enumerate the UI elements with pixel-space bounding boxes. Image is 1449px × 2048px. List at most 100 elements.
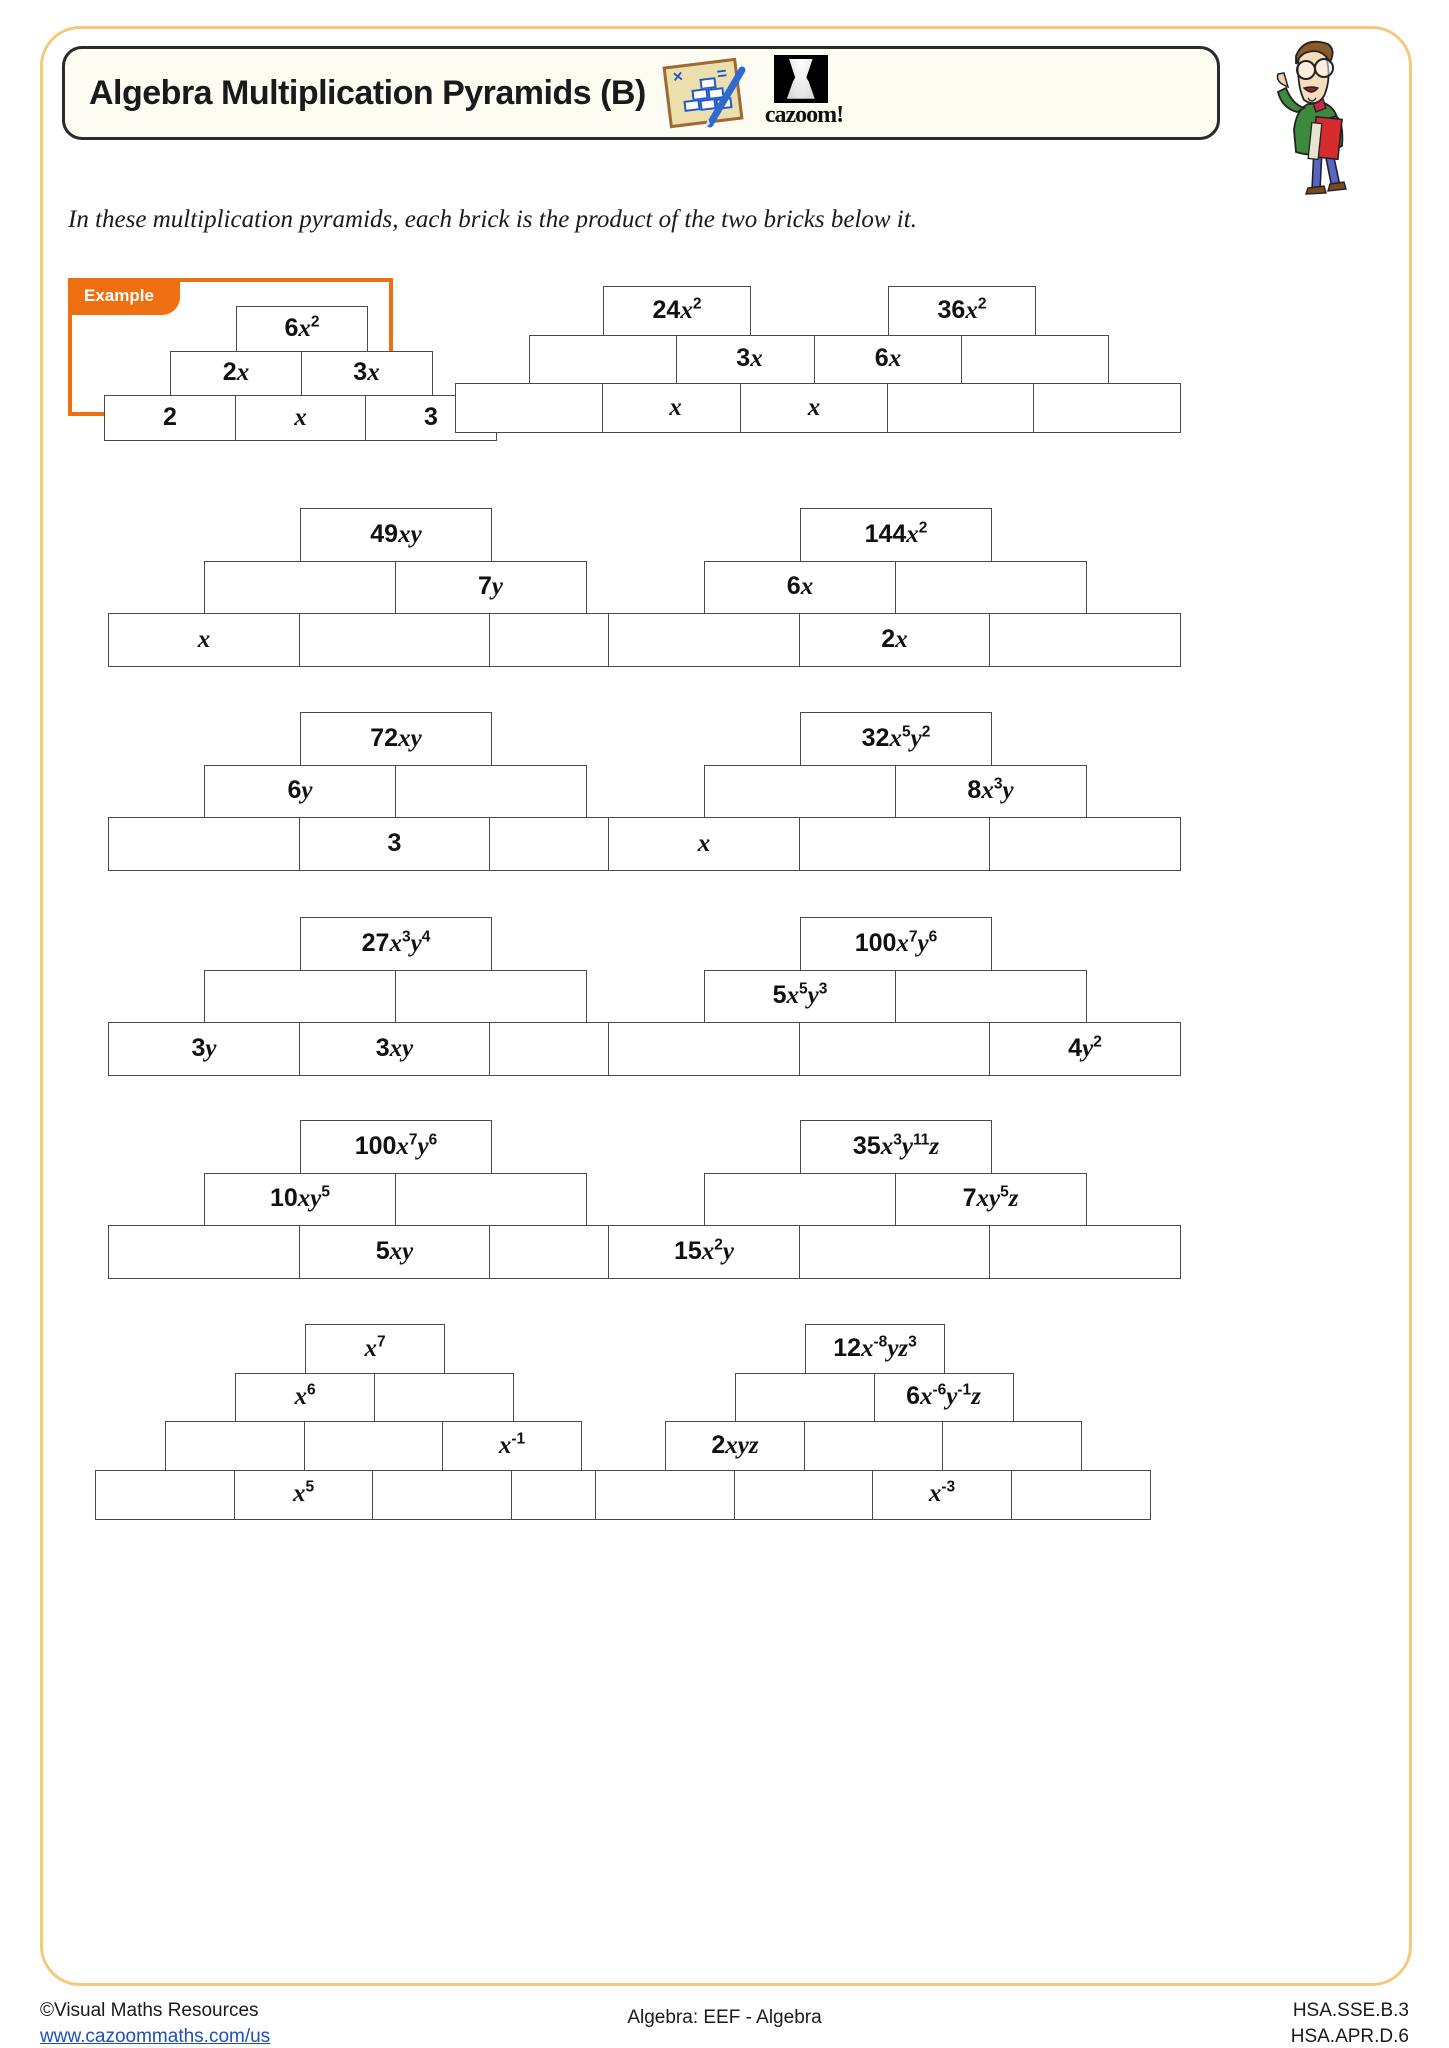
brick-filled: 35x3y11z: [800, 1120, 992, 1174]
brick-empty[interactable]: [204, 969, 396, 1024]
pyramid-row: 4y2: [608, 1022, 1181, 1076]
brick-empty[interactable]: [608, 1022, 800, 1076]
brick-empty[interactable]: [704, 764, 896, 819]
brick-filled: 2xyz: [665, 1421, 805, 1471]
brick-empty[interactable]: [1010, 1469, 1151, 1520]
brick-value: 2: [163, 402, 177, 431]
brick-value: x-3: [928, 1478, 956, 1507]
brick-value: 6x2: [284, 313, 320, 342]
brick-empty[interactable]: [894, 560, 1087, 615]
brick-empty[interactable]: [798, 817, 991, 871]
brick-empty[interactable]: [455, 383, 603, 433]
brick-empty[interactable]: [735, 1372, 875, 1423]
brick-value: 144x2: [864, 519, 928, 548]
brick-value: 6x: [786, 572, 814, 600]
brick-filled: x7: [305, 1324, 445, 1374]
teacher-illustration: [1276, 40, 1347, 195]
brick-empty[interactable]: [595, 1469, 735, 1520]
brick-filled: 7xy5z: [894, 1172, 1087, 1227]
website-link[interactable]: www.cazoommaths.com/us: [40, 2025, 271, 2047]
brand-name: cazoom!: [764, 102, 844, 128]
brick-filled: 15x2y: [608, 1225, 800, 1279]
brick-empty[interactable]: [989, 1225, 1181, 1279]
brick-value: 2x: [222, 358, 250, 386]
pyramid-row: 6y: [204, 764, 680, 819]
brick-empty[interactable]: [733, 1469, 874, 1520]
example-label: Example: [68, 278, 180, 315]
brick-empty[interactable]: [803, 1421, 944, 1471]
brick-filled: 27x3y4: [300, 917, 492, 971]
pyramid-q5: 144x2 6x 2x: [608, 508, 1181, 667]
pyramid-row: 2x 3x: [170, 350, 496, 397]
brick-empty[interactable]: [373, 1372, 514, 1423]
pyramid-row: 8x3y: [704, 764, 1180, 819]
brick-empty[interactable]: [886, 383, 1035, 433]
brick-filled: 6x: [814, 334, 962, 385]
brick-empty[interactable]: [529, 334, 677, 385]
pyramid-row: x: [608, 817, 1181, 871]
copyright-text: ©Visual Maths Resources: [40, 2000, 259, 2021]
multiplication-pyramid-note-icon: × =: [660, 56, 748, 130]
pyramid-row: [204, 969, 680, 1024]
brick-value: 2x: [881, 624, 908, 653]
brick-value: x6: [294, 1381, 316, 1410]
brick-empty[interactable]: [894, 969, 1087, 1024]
brick-empty[interactable]: [989, 613, 1181, 667]
brick-empty[interactable]: [108, 1225, 300, 1279]
brick-value: x-1: [498, 1430, 526, 1459]
brick-empty[interactable]: [95, 1469, 235, 1520]
brick-value: 3xy: [375, 1033, 414, 1062]
brick-value: 10xy5: [269, 1183, 331, 1212]
brick-filled: x: [108, 613, 300, 667]
brick-filled: 100x7y6: [300, 1120, 492, 1174]
pyramid-row: x7: [305, 1324, 649, 1374]
brick-empty[interactable]: [303, 1421, 444, 1471]
brick-empty[interactable]: [165, 1421, 305, 1471]
brick-empty[interactable]: [798, 1225, 991, 1279]
brick-empty[interactable]: [108, 817, 300, 871]
pyramid-q13: 12x-8yz3 6x-6y-1z 2xyz x-3: [595, 1324, 1151, 1520]
footer-center: Algebra: EEF - Algebra: [627, 2007, 822, 2028]
brick-empty[interactable]: [1033, 383, 1181, 433]
brick-empty[interactable]: [204, 560, 396, 615]
brick-filled: 3y: [108, 1022, 300, 1076]
brick-filled: 32x5y2: [800, 712, 992, 766]
instruction-text: In these multiplication pyramids, each b…: [68, 206, 917, 233]
brick-value: 12x-8yz3: [833, 1333, 917, 1362]
pyramid-row: x: [740, 383, 1181, 433]
brick-empty[interactable]: [798, 1022, 991, 1076]
brick-empty[interactable]: [394, 1172, 587, 1227]
pyramid-row: 35x3y11z: [800, 1120, 1180, 1174]
brick-empty[interactable]: [942, 1421, 1082, 1471]
brick-filled: 3: [298, 817, 491, 871]
brick-value: 3: [387, 828, 402, 857]
brick-filled: 6x: [704, 560, 896, 615]
brick-empty[interactable]: [960, 334, 1109, 385]
pyramid-row: 6x-6y-1z: [735, 1372, 1149, 1423]
brick-empty[interactable]: [608, 613, 800, 667]
brick-value: 6x-6y-1z: [906, 1381, 981, 1410]
footer-right: HSA.SSE.B.3 HSA.APR.D.6: [1291, 1998, 1409, 2048]
pyramid-row: 32x5y2: [800, 712, 1180, 766]
brick-filled: 5x5y3: [704, 969, 896, 1024]
brick-empty[interactable]: [989, 817, 1181, 871]
brick-empty[interactable]: [372, 1469, 512, 1520]
brick-empty[interactable]: [704, 1172, 896, 1227]
brick-filled: x: [601, 383, 750, 433]
brick-value: 6y: [287, 776, 313, 804]
brick-value: 3x: [353, 358, 380, 386]
brick-filled: x: [234, 395, 367, 441]
brick-empty[interactable]: [394, 969, 587, 1024]
pyramid-row: 10xy5: [204, 1172, 680, 1227]
brick-filled: x: [740, 383, 888, 433]
brick-filled: x-1: [442, 1421, 582, 1471]
brick-empty[interactable]: [298, 613, 491, 667]
title-bar: Algebra Multiplication Pyramids (B) × = …: [62, 46, 1220, 140]
brick-empty[interactable]: [394, 764, 587, 819]
brick-value: x5: [292, 1478, 315, 1507]
